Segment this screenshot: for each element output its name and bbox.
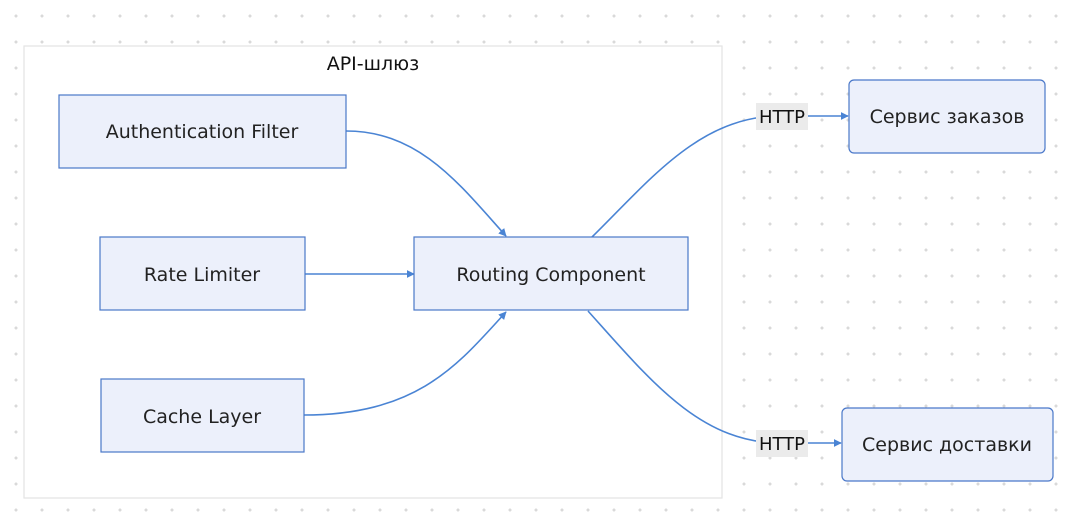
node-delivery-service-box [841,407,1054,482]
node-order-service: Сервис заказов [848,79,1046,154]
edge-cache-to-routing [303,311,507,416]
edge-label-delivery: HTTP [756,430,808,457]
node-delivery-service: Сервис доставки [841,407,1054,482]
api-gateway-cluster-title: API-шлюз [327,53,420,75]
edge-label-delivery-text: HTTP [759,434,805,455]
node-routing-component: Routing Component [413,236,689,311]
edge-label-order-bg [756,103,808,130]
edge-auth-to-routing [345,130,507,237]
node-cache-layer: Cache Layer [100,378,305,453]
node-authentication-filter-box [58,94,347,169]
node-order-service-label: Сервис заказов [870,106,1025,128]
node-order-service-box [848,79,1046,154]
node-rate-limiter-box [99,236,306,311]
edge-label-order-text: HTTP [759,107,805,128]
node-rate-limiter: Rate Limiter [99,236,306,311]
node-cache-layer-label: Cache Layer [143,406,261,428]
node-routing-component-box [413,236,689,311]
edge-label-delivery-bg [756,430,808,457]
node-authentication-filter-label: Authentication Filter [106,121,299,143]
node-delivery-service-label: Сервис доставки [862,434,1032,456]
node-authentication-filter: Authentication Filter [58,94,347,169]
node-cache-layer-box [100,378,305,453]
node-rate-limiter-label: Rate Limiter [144,264,260,286]
edge-label-order: HTTP [756,103,808,130]
node-routing-component-label: Routing Component [456,264,645,286]
